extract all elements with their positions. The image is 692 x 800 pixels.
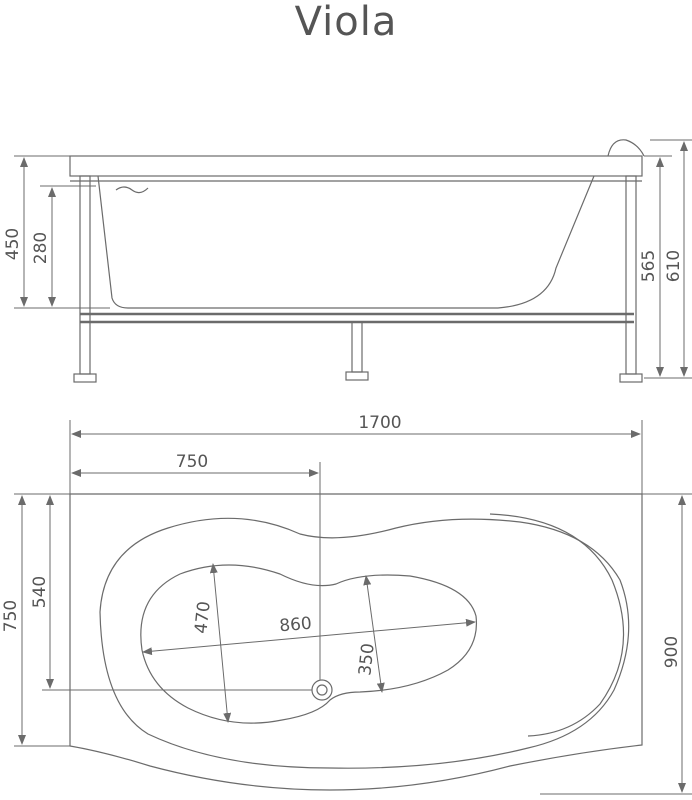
frame-leg-left xyxy=(79,175,91,375)
frame-leg-middle xyxy=(351,321,363,373)
dim-line-350 xyxy=(363,575,385,693)
bathtub-rim xyxy=(69,155,643,177)
dim-label-right-900: 900 xyxy=(662,636,682,668)
dim-label-left-540: 540 xyxy=(30,576,50,608)
headrest-arc xyxy=(489,513,625,737)
foot-right xyxy=(619,373,643,383)
dim-label-top-1700: 1700 xyxy=(358,413,401,433)
dim-label-left-750: 750 xyxy=(1,600,21,632)
bowl-rim xyxy=(99,517,630,769)
dim-label-860: 860 xyxy=(279,614,313,637)
drain-inner-circle xyxy=(316,684,328,696)
dim-label-side-450: 450 xyxy=(3,228,23,260)
side-view: 450 280 565 610 xyxy=(3,139,692,383)
foot-middle xyxy=(345,371,369,381)
dim-label-470: 470 xyxy=(191,600,214,634)
top-view: 1700 750 750 540 470 860 350 xyxy=(1,413,692,795)
dim-line-860 xyxy=(142,618,476,656)
tub-outline xyxy=(69,493,643,791)
tub-body xyxy=(97,175,595,309)
water-line-mark xyxy=(115,186,149,194)
dim-label-side-565: 565 xyxy=(639,250,659,282)
dim-label-side-280: 280 xyxy=(31,232,51,264)
dim-label-top-750: 750 xyxy=(176,452,208,472)
drain-circle xyxy=(311,679,333,701)
headrest xyxy=(607,139,645,157)
dim-label-side-610: 610 xyxy=(664,250,684,282)
foot-left xyxy=(73,373,97,383)
dim-label-350: 350 xyxy=(355,642,378,676)
product-title: Viola xyxy=(294,0,398,45)
frame-leg-right xyxy=(625,175,637,375)
dim-line-470 xyxy=(209,563,232,723)
bowl-bottom xyxy=(140,564,478,724)
